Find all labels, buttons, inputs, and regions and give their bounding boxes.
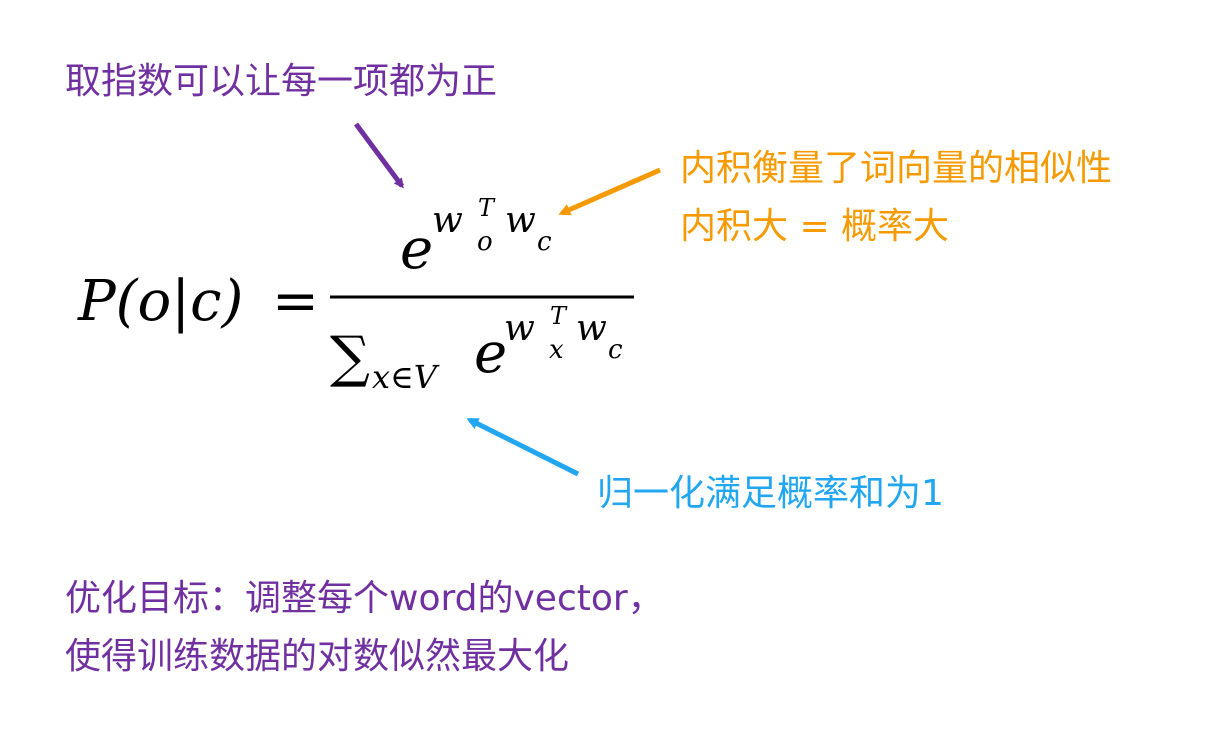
numerator-sub-c: c — [537, 227, 552, 257]
inner-product-annotation: 内积衡量了词向量的相似性 内积大 = 概率大 — [680, 140, 1112, 256]
numerator-sub-o: o — [477, 227, 493, 257]
inner-product-annotation-line1: 内积衡量了词向量的相似性 — [680, 148, 1113, 189]
objective-line2: 使得训练数据的对数似然最大化 — [65, 636, 570, 677]
normalization-arrow — [466, 417, 580, 477]
numerator-w1: w — [432, 200, 463, 241]
numerator-w2: w — [505, 200, 536, 241]
denominator-w1: w — [504, 308, 535, 349]
exp-arrow — [353, 122, 405, 189]
denominator-sup-t: T — [550, 302, 568, 330]
numerator-e: e — [400, 217, 433, 282]
objective-text: 优化目标：调整每个word的vector， 使得训练数据的对数似然最大化 — [65, 570, 664, 686]
denominator-sub-x: x — [549, 335, 564, 365]
exp-annotation: 取指数可以让每一项都为正 — [65, 61, 498, 102]
formula-lhs: P(o|c) — [77, 269, 243, 334]
objective-line1: 优化目标：调整每个word的vector， — [65, 578, 664, 619]
denominator-e: e — [474, 321, 507, 386]
denominator-w2: w — [576, 308, 607, 349]
sum-symbol: ∑ — [330, 325, 370, 390]
denominator-sub-c: c — [608, 335, 623, 365]
normalization-annotation: 归一化满足概率和为1 — [597, 473, 944, 514]
numerator-sup-t: T — [478, 194, 496, 222]
inner-product-arrow — [558, 167, 662, 216]
formula-equals: = — [272, 269, 319, 334]
inner-product-annotation-line2: 内积大 = 概率大 — [680, 206, 950, 247]
sum-index: x∈V — [372, 358, 440, 396]
